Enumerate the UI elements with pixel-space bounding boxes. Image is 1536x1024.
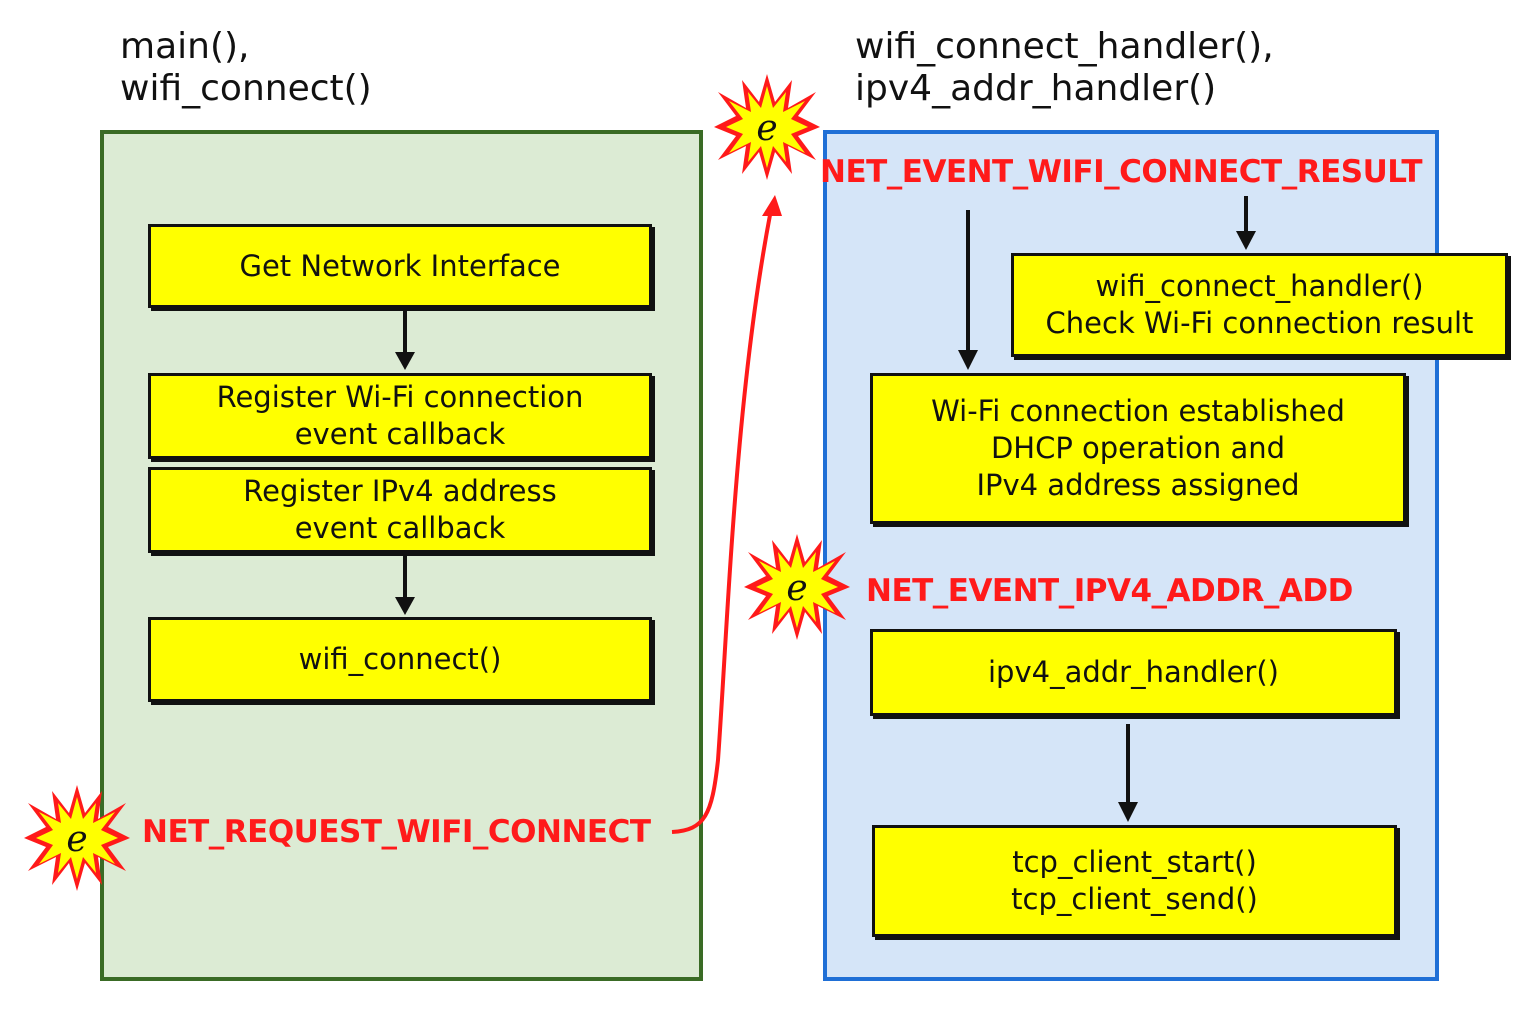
register-ipv4-callback-box: Register IPv4 address event callback [148, 467, 652, 553]
net-event-ipv4-addr-add-label: NET_EVENT_IPV4_ADDR_ADD [866, 573, 1353, 609]
event-letter: e [66, 819, 87, 860]
wifi-connect-box: wifi_connect() [148, 617, 652, 702]
event-burst-icon: e [742, 532, 852, 642]
box-line: event callback [294, 511, 506, 545]
net-event-wifi-connect-result-label: NET_EVENT_WIFI_CONNECT_RESULT [820, 154, 1423, 190]
wifi-established-box: Wi-Fi connection established DHCP operat… [870, 373, 1406, 524]
box-line: wifi_connect_handler() [1095, 269, 1424, 303]
box-line: tcp_client_start() [1012, 845, 1257, 879]
event-burst-icon: e [22, 783, 132, 893]
box-line: Register IPv4 address [243, 474, 557, 508]
box-line: event callback [294, 417, 506, 451]
tcp-client-box: tcp_client_start() tcp_client_send() [872, 825, 1397, 937]
event-letter: e [756, 108, 777, 149]
net-request-wifi-connect-label: NET_REQUEST_WIFI_CONNECT [142, 814, 651, 850]
box-line: Wi-Fi connection established [931, 394, 1345, 428]
left-column-title: main(), wifi_connect() [120, 26, 372, 110]
burst-shape: e [714, 74, 820, 180]
event-burst-icon: e [712, 72, 822, 182]
left-title-line2: wifi_connect() [120, 68, 372, 109]
right-title-line1: wifi_connect_handler(), [855, 26, 1274, 67]
box-line: DHCP operation and [990, 431, 1286, 465]
burst-shape: e [24, 785, 130, 891]
box-line: Check Wi-Fi connection result [1045, 306, 1474, 340]
right-title-line2: ipv4_addr_handler() [855, 68, 1217, 109]
burst-shape: e [744, 534, 850, 640]
register-wifi-callback-box: Register Wi-Fi connection event callback [148, 373, 652, 459]
ipv4-addr-handler-box: ipv4_addr_handler() [870, 629, 1397, 716]
event-letter: e [786, 568, 807, 609]
right-column-title: wifi_connect_handler(), ipv4_addr_handle… [855, 26, 1274, 110]
box-line: wifi_connect() [298, 642, 502, 676]
get-network-interface-box: Get Network Interface [148, 224, 652, 308]
box-line: IPv4 address assigned [976, 468, 1300, 502]
box-line: tcp_client_send() [1011, 882, 1258, 916]
box-line: Get Network Interface [239, 248, 561, 283]
box-line: ipv4_addr_handler() [988, 655, 1279, 689]
wifi-connect-handler-box: wifi_connect_handler() Check Wi-Fi conne… [1011, 253, 1508, 357]
left-title-line1: main(), [120, 26, 250, 67]
box-line: Register Wi-Fi connection [216, 380, 584, 414]
